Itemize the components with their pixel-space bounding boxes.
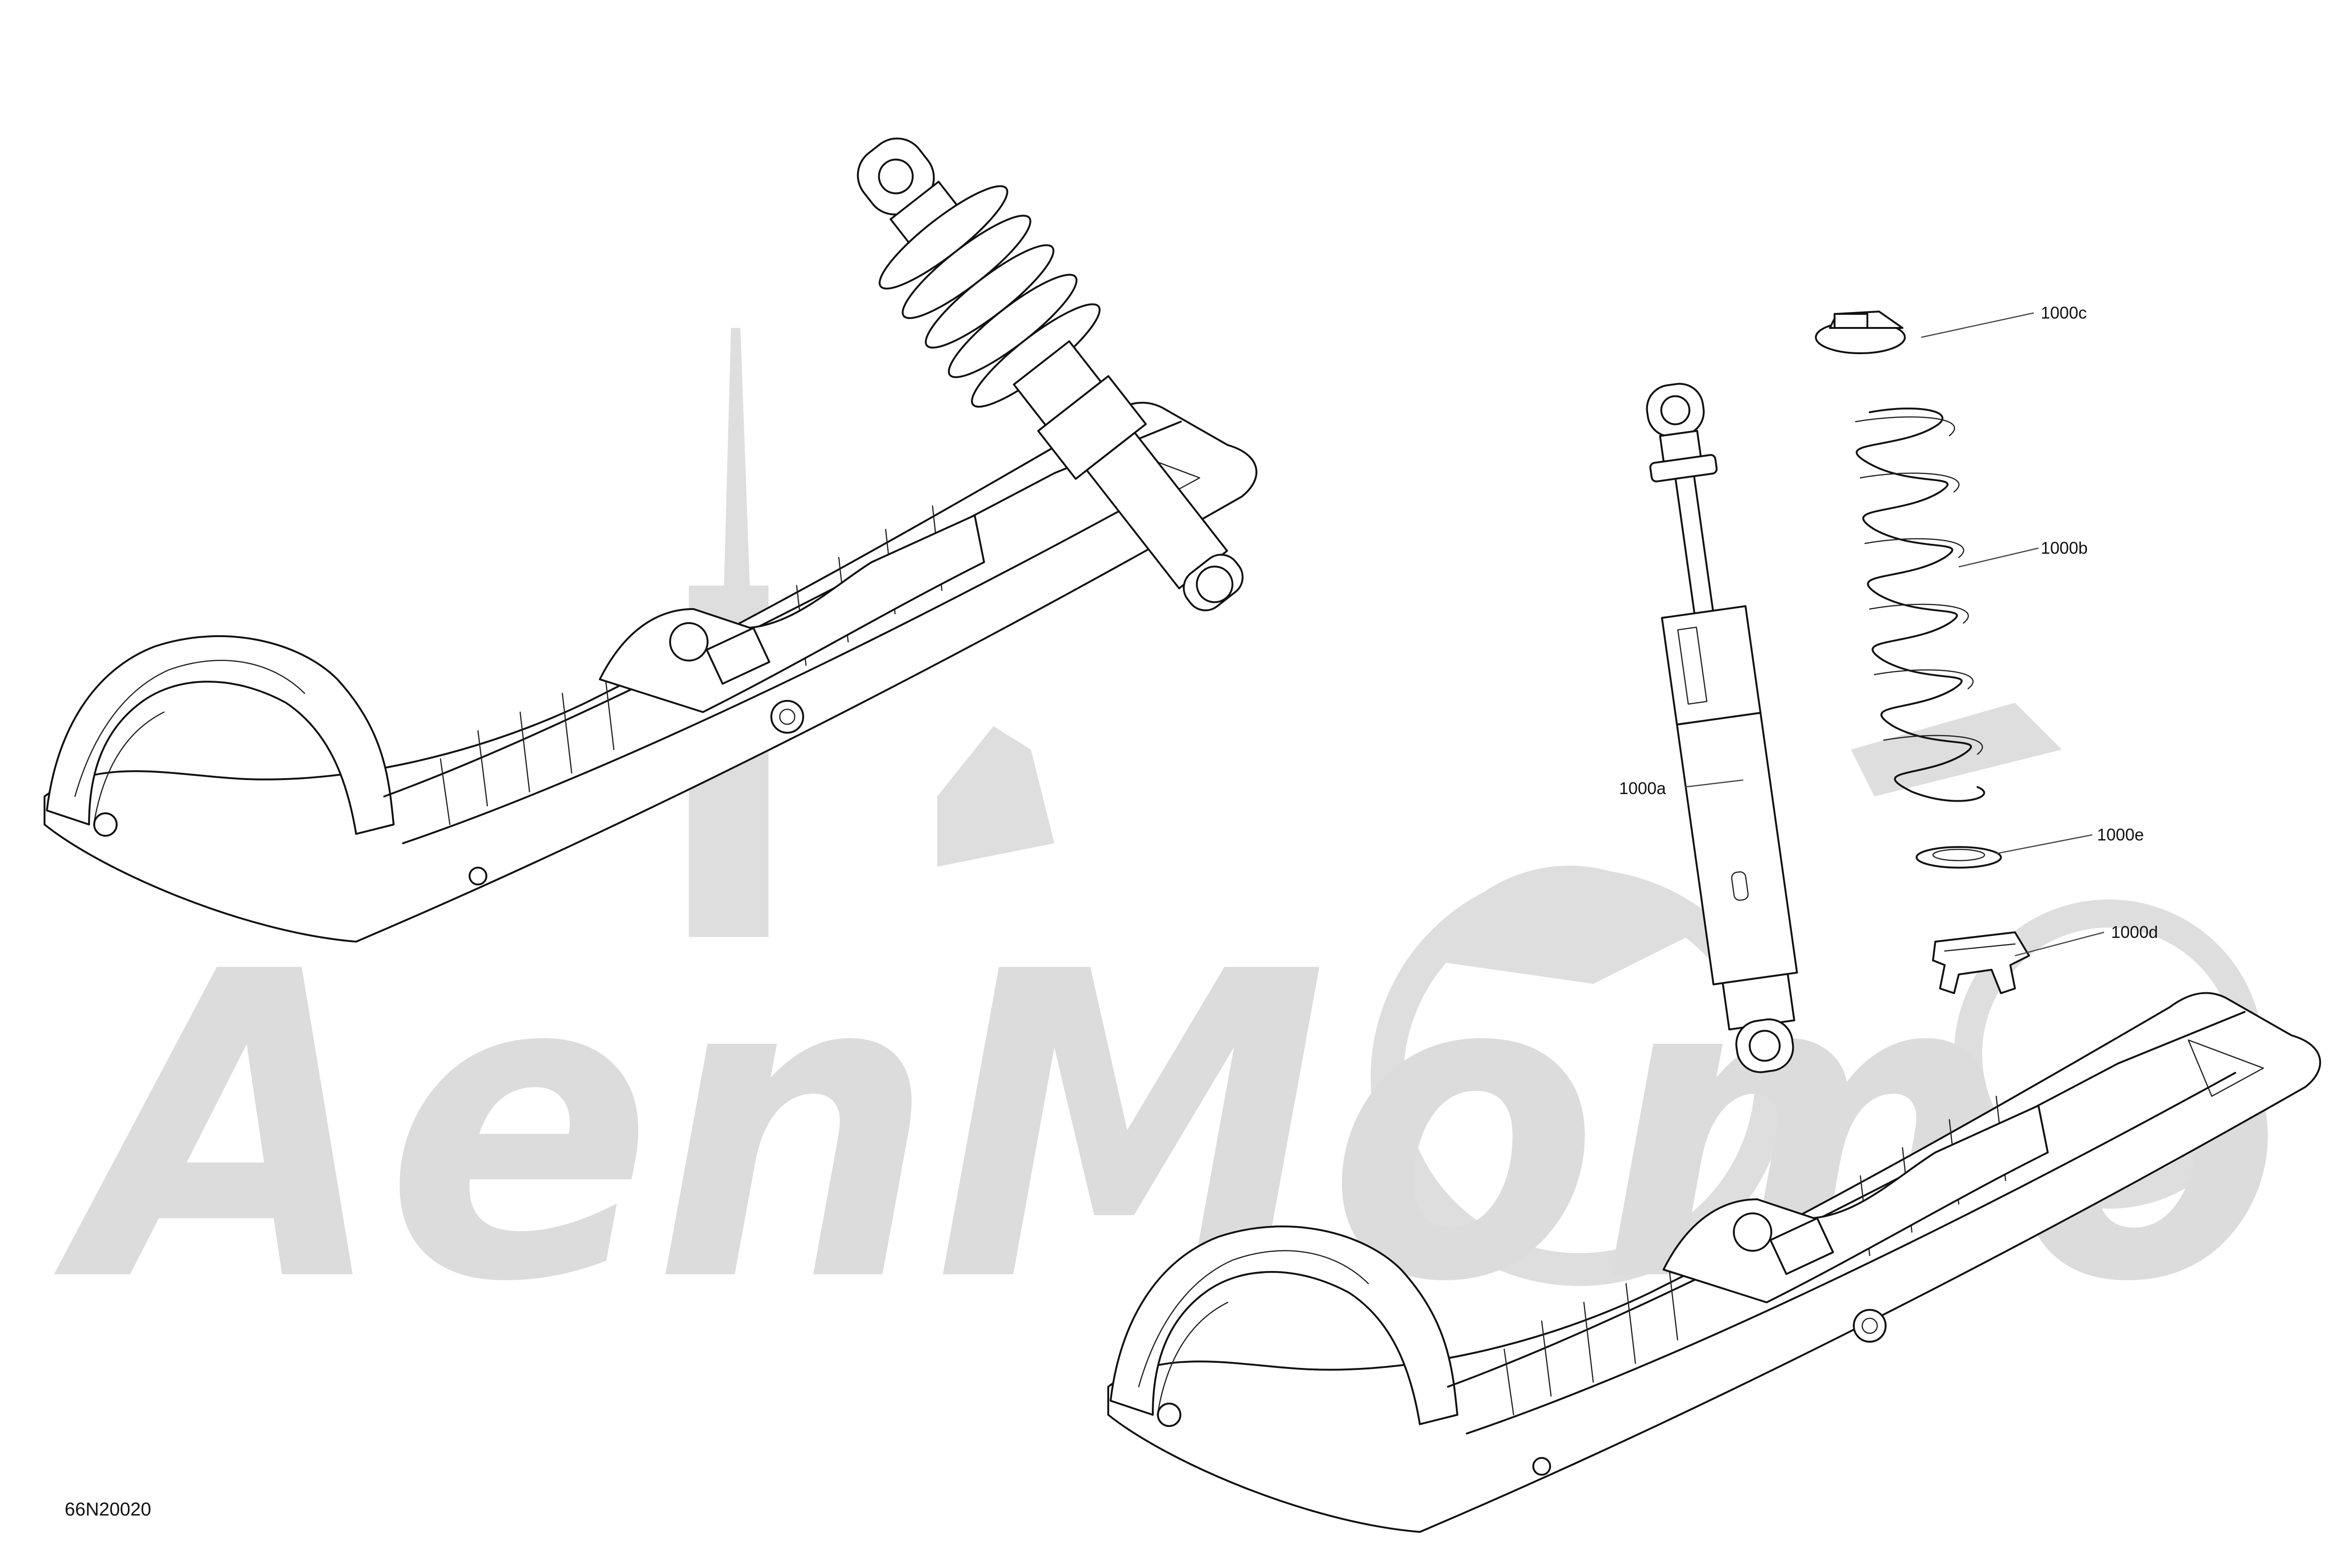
clip-1000d-illustration — [1932, 931, 2030, 994]
diagram-id-label: 66N20020 — [65, 1499, 151, 1520]
callout-1000b: 1000b — [2041, 538, 2088, 557]
spring-1000b-illustration — [1855, 408, 1985, 802]
shock-body-1000a-illustration — [1646, 383, 1798, 1073]
callout-1000a: 1000a — [1619, 779, 1666, 798]
callout-1000c: 1000c — [2041, 303, 2087, 322]
ski-right-illustration — [1107, 992, 2321, 1533]
callout-1000e: 1000e — [2097, 825, 2144, 844]
ski-left-illustration — [44, 401, 1258, 943]
callout-1000d: 1000d — [2111, 922, 2158, 942]
spring-retainer-1000c-illustration — [1815, 311, 1906, 354]
spring-seat-1000e-illustration — [1916, 846, 2002, 869]
shock-assembled-illustration — [857, 137, 1244, 611]
callout-leaders — [1684, 312, 2104, 957]
